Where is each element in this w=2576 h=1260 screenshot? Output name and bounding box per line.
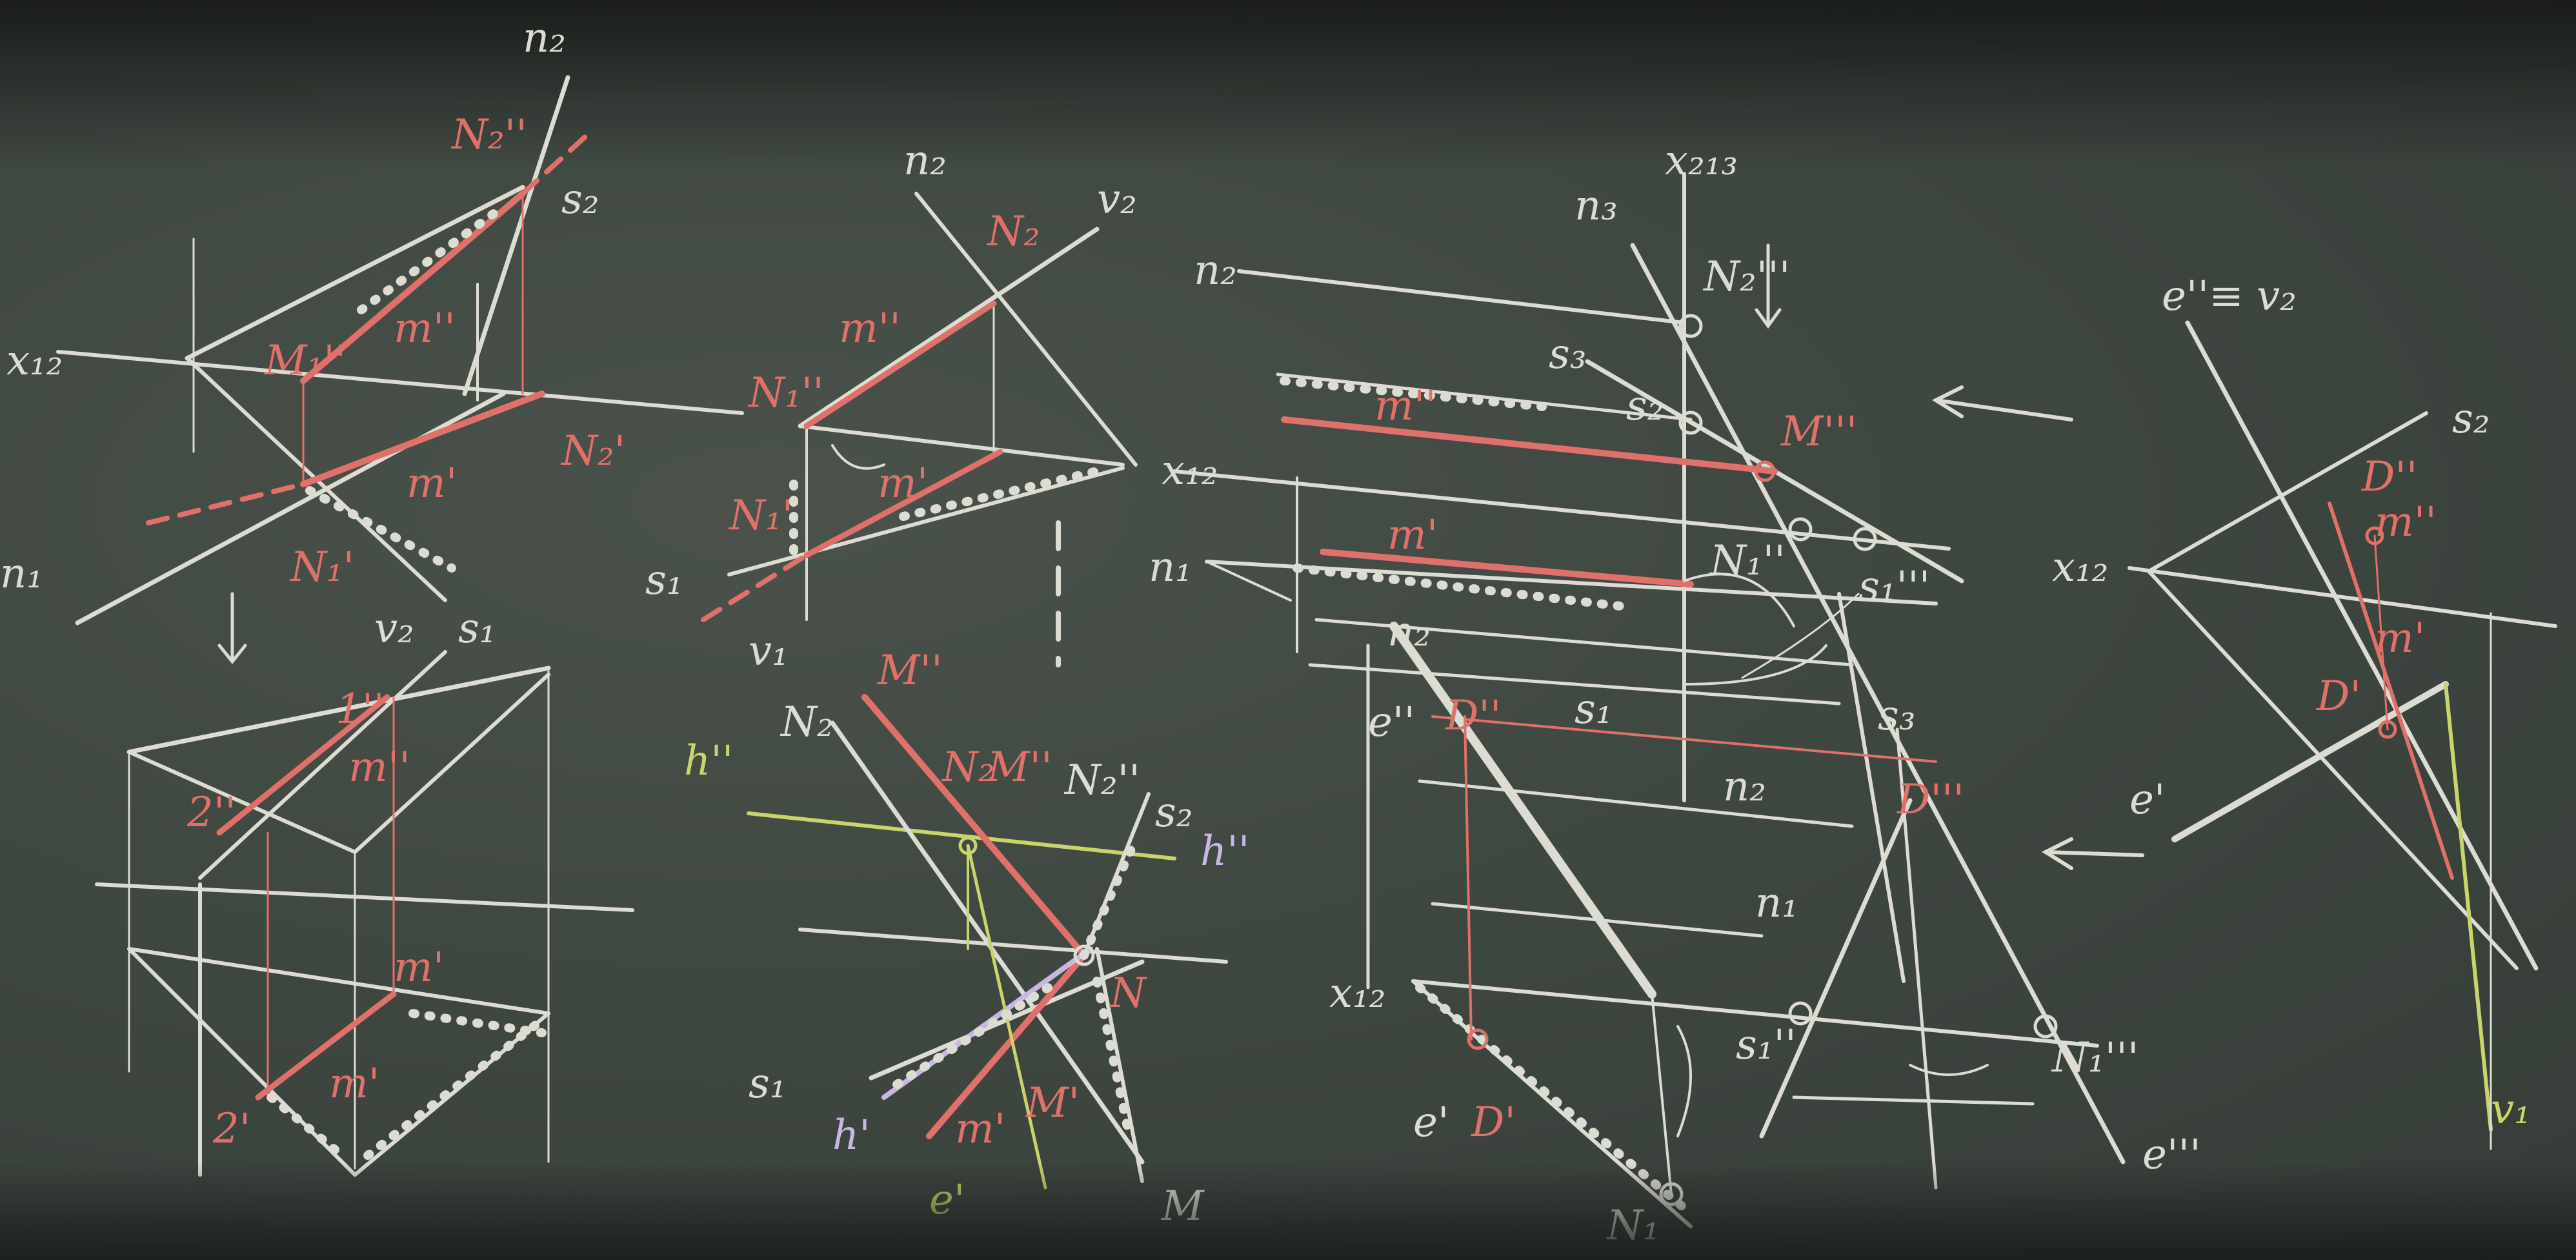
label-x213: x₂₁₃ xyxy=(1665,137,1738,185)
label-n1-e: n₁ xyxy=(1755,879,1798,927)
label-2pp: 2'' xyxy=(186,789,236,837)
label-s1: s₁ xyxy=(458,605,496,653)
label-m1-b: m' xyxy=(394,944,444,991)
label-s2: s₂ xyxy=(561,176,599,223)
figure-3-plane-angle xyxy=(701,192,1138,667)
label-n2-e: n₂ xyxy=(1387,608,1431,656)
label-N2-c2: N₂ xyxy=(941,744,995,791)
label-s2-d: s₂ xyxy=(1626,382,1664,430)
label-1pp: 1'' xyxy=(336,686,385,733)
label-s1-b: s₁ xyxy=(645,556,683,604)
board-bottom-shadow xyxy=(0,1162,2576,1260)
label-N2ppp: N₂''' xyxy=(1702,253,1790,301)
label-e1-f: e' xyxy=(2129,776,2165,824)
label-n2: n₂ xyxy=(523,14,566,62)
label-m2: m'' xyxy=(394,305,456,352)
label-v2: v₂ xyxy=(374,605,414,653)
label-n2-b: n₂ xyxy=(903,137,947,185)
figure-4-line-plane xyxy=(747,694,1228,1190)
label-N-c: N xyxy=(1109,970,1147,1017)
label-n1-d: n₁ xyxy=(1149,544,1192,591)
label-m1-e: m' xyxy=(1387,511,1438,559)
label-N2pp: N₂'' xyxy=(450,111,527,159)
label-x12-f: x₁₂ xyxy=(2052,544,2108,591)
label-v2-b: v₂ xyxy=(1097,176,1137,223)
label-m1-c2: m' xyxy=(955,1105,1005,1153)
label-x12-d: x₁₂ xyxy=(1162,447,1218,494)
label-M1pp: M₁'' xyxy=(264,337,346,385)
label-h2: h'' xyxy=(684,737,733,785)
label-s1pp: s₁'' xyxy=(1736,1021,1796,1069)
figure-2-prism-section xyxy=(95,650,634,1177)
label-N1ppp-b: N₁''' xyxy=(2051,1034,2138,1082)
label-N1ppp: N₁'' xyxy=(1709,537,1786,585)
label-N2pp-c: N₂'' xyxy=(1063,757,1140,804)
label-e1-d: e' xyxy=(1413,1099,1449,1146)
label-m1: m' xyxy=(407,460,457,507)
label-M1-c: M' xyxy=(1025,1079,1080,1127)
label-x12-e: x₁₂ xyxy=(1329,970,1385,1017)
label-e2v2: e''≡ v₂ xyxy=(2162,272,2297,320)
label-m1-f: m' xyxy=(2375,615,2425,662)
label-Mppp: M''' xyxy=(1780,408,1857,456)
label-m1-c: m' xyxy=(329,1060,379,1108)
label-N2-c: N₂ xyxy=(780,698,834,746)
label-N1p: N₁' xyxy=(289,544,354,591)
board-top-shadow xyxy=(0,0,2576,168)
label-2p: 2' xyxy=(212,1105,250,1153)
label-m1-d: m' xyxy=(878,460,928,507)
label-Mpp-c: M'' xyxy=(987,744,1052,791)
label-n2-d: n₂ xyxy=(1194,247,1237,294)
label-s3: s₃ xyxy=(1549,330,1587,378)
label-v1-b: v₁ xyxy=(749,627,789,675)
label-n2-f: n₂ xyxy=(1723,763,1766,811)
label-N2-b: N₂ xyxy=(986,208,1040,256)
label-h2-right: h'' xyxy=(1200,828,1249,875)
figure-5-third-projection xyxy=(1172,172,2144,1228)
label-s1-c: s₁ xyxy=(749,1060,787,1108)
label-s3-b: s₃ xyxy=(1878,692,1916,740)
label-n1: n₁ xyxy=(0,550,43,598)
label-N1p-b: N₁' xyxy=(728,492,793,540)
label-N1pp-b: N₁'' xyxy=(747,369,824,417)
label-s2-c: s₂ xyxy=(1155,789,1193,837)
label-m2-b: m'' xyxy=(348,744,410,791)
label-D2-f: D'' xyxy=(2361,453,2418,501)
label-D2-d: D'' xyxy=(1445,692,1502,740)
label-h1: h' xyxy=(832,1112,870,1159)
label-e2-d: e'' xyxy=(1368,698,1415,746)
label-M2-c: M'' xyxy=(877,647,943,695)
label-x12: x₁₂ xyxy=(6,337,63,385)
label-s2-f: s₂ xyxy=(2452,395,2490,443)
label-Dppp: D''' xyxy=(1897,776,1964,824)
label-D1-d: D' xyxy=(1471,1099,1516,1146)
label-m2-d: m'' xyxy=(1374,382,1436,430)
label-m2-f: m'' xyxy=(2375,498,2437,546)
label-N2p: N₂' xyxy=(560,427,625,475)
label-s1-d: s₁ xyxy=(1575,686,1613,733)
label-v1-f: v₁ xyxy=(2491,1086,2531,1133)
label-m2-c: m'' xyxy=(839,305,901,352)
figure-6-line-on-plane xyxy=(2128,320,2557,1150)
label-n3: n₃ xyxy=(1575,182,1618,230)
label-D1-f: D' xyxy=(2316,673,2361,720)
figure-1-plane-intersection xyxy=(56,75,744,665)
label-s1ppp: s₁''' xyxy=(1858,563,1930,611)
